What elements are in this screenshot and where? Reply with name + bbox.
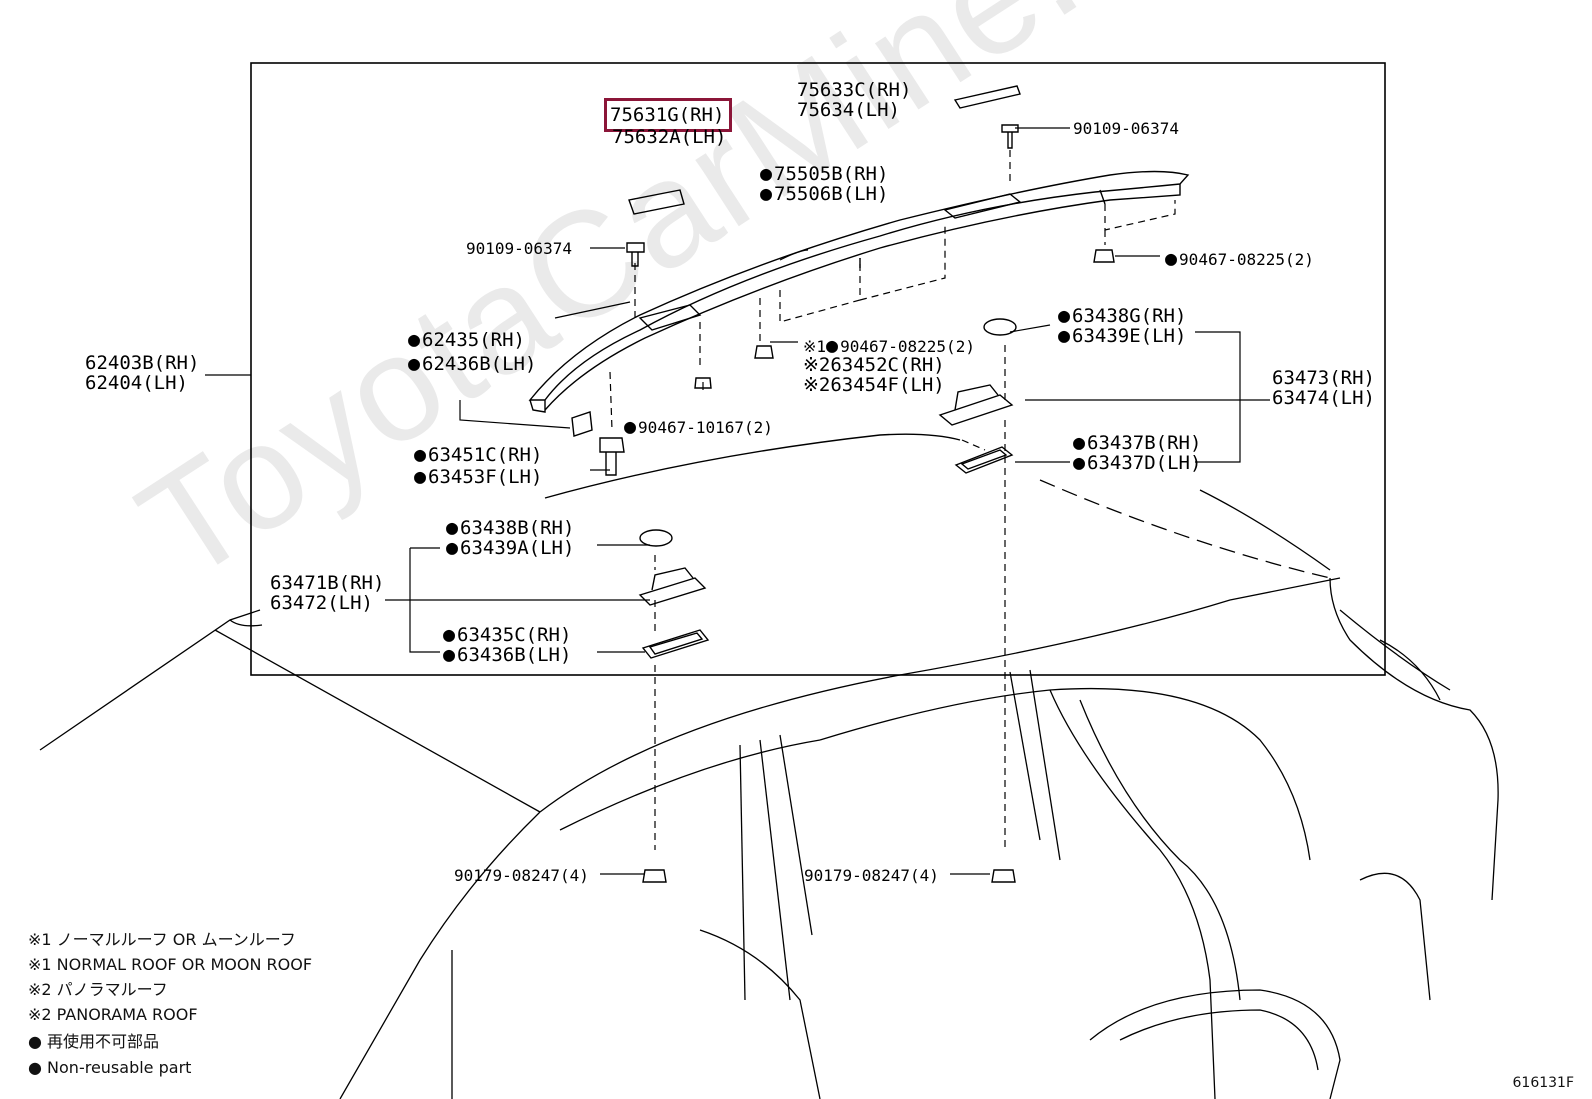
part-90467-08225-mid-label[interactable]: ※1●90467-08225(2) [803,335,975,357]
highlight-box [604,98,732,132]
note1-mark: ※1 [803,337,827,356]
part-62403b-rh-label[interactable]: 62403B(RH) [85,352,200,374]
part-62435-rh-text: 62435(RH) [422,329,525,351]
non-reusable-icon: ● [826,333,839,357]
part-90467-08225-right-label[interactable]: ●90467-08225(2) [1165,248,1314,270]
cover-icon [628,189,685,215]
part-63437d-lh-label[interactable]: ●63437D(LH) [1073,452,1201,473]
part-75506b-lh-text: 75506B(LH) [774,183,889,205]
non-reusable-icon: ● [1073,450,1086,474]
part-63451c-rh-text: 63451C(RH) [428,444,543,466]
legend-note1-jp: ※1 ノーマルルーフ OR ムーンルーフ [28,930,296,949]
cover-icon [953,85,1021,109]
legend-note1-en: ※1 NORMAL ROOF OR MOON ROOF [28,955,313,974]
part-63452c-rh-text: 63452C(RH) [830,354,945,376]
part-63437b-rh-label[interactable]: ●63437B(RH) [1073,432,1201,453]
part-75505b-rh-text: 75505B(RH) [774,163,889,185]
part-90467-10167-text: 90467-10167(2) [638,418,773,437]
assembly-frame [250,62,1386,676]
bracket-icon [638,384,1014,606]
non-reusable-icon: ● [1058,323,1071,347]
part-62436b-lh-text: 62436B(LH) [422,353,537,375]
part-90109-06374-top-label[interactable]: 90109-06374 [1073,119,1179,138]
dashed-leaders [609,150,1176,850]
part-63452c-rh-label[interactable]: ※263452C(RH) [803,355,945,375]
part-90467-08225-mid-text: 90467-08225(2) [840,337,975,356]
part-63454f-lh-text: 63454F(LH) [830,374,945,396]
part-63438b-rh-text: 63438B(RH) [460,517,575,539]
part-63453f-lh-text: 63453F(LH) [428,466,543,488]
part-63439a-lh-label[interactable]: ●63439A(LH) [446,537,574,558]
seal-icon [641,446,1014,659]
non-reusable-icon: ● [443,622,456,646]
part-63437d-lh-text: 63437D(LH) [1087,452,1202,474]
part-63471b-rh-label[interactable]: 63471B(RH) [270,572,385,594]
part-75634-lh-label[interactable]: 75634(LH) [797,99,900,121]
part-90467-10167-label[interactable]: ●90467-10167(2) [624,416,773,438]
part-63437b-rh-text: 63437B(RH) [1087,432,1202,454]
clip-icon [571,411,625,476]
roof-rail-icon [528,170,1190,413]
figure-id: 616131F [1512,1075,1575,1091]
non-reusable-icon: ● [408,327,421,351]
part-63436b-lh-text: 63436B(LH) [457,644,572,666]
legend-note2-en: ※2 PANORAMA ROOF [28,1005,198,1024]
part-63438g-rh-text: 63438G(RH) [1072,305,1187,327]
non-reusable-icon: ● [446,515,459,539]
non-reusable-icon: ● [414,442,427,466]
legend-note2-jp: ※2 パノラマルーフ [28,980,168,999]
part-63473-rh-label[interactable]: 63473(RH) [1272,367,1375,389]
note2-mark: ※2 [803,374,831,396]
part-63438b-rh-label[interactable]: ●63438B(RH) [446,517,574,538]
car-body-outline [39,479,1499,1099]
part-90179-08247-left-label[interactable]: 90179-08247(4) [454,866,589,885]
non-reusable-icon: ● [414,464,427,488]
part-63439a-lh-text: 63439A(LH) [460,537,575,559]
non-reusable-icon: ● [443,642,456,666]
part-90467-08225-right-text: 90467-08225(2) [1179,250,1314,269]
part-63435c-rh-text: 63435C(RH) [457,624,572,646]
part-63435c-rh-label[interactable]: ●63435C(RH) [443,624,571,645]
part-63453f-lh-label[interactable]: ●63453F(LH) [414,466,542,487]
part-75633c-rh-label[interactable]: 75633C(RH) [797,79,912,101]
pad-icon [639,318,1017,547]
part-75631g-rh-label[interactable]: 75631G(RH) [610,104,725,126]
part-75505b-rh-label[interactable]: ●75505B(RH) [760,163,888,184]
part-63474-lh-label[interactable]: 63474(LH) [1272,387,1375,409]
non-reusable-icon: ● [760,161,773,185]
non-reusable-icon: ● [1073,430,1086,454]
non-reusable-icon: ● [1058,303,1071,327]
part-90179-08247-right-label[interactable]: 90179-08247(4) [804,866,939,885]
non-reusable-icon: ● [760,181,773,205]
part-63454f-lh-label[interactable]: ※263454F(LH) [803,375,945,395]
nut-icon [642,249,1115,883]
non-reusable-icon: ● [408,351,421,375]
part-62404-lh-label[interactable]: 62404(LH) [85,372,188,394]
part-90109-06374-left-label[interactable]: 90109-06374 [466,239,572,258]
roof-drip-molding [544,433,961,499]
part-63439e-lh-text: 63439E(LH) [1072,325,1187,347]
part-75506b-lh-label[interactable]: ●75506B(LH) [760,183,888,204]
part-75632a-lh-label[interactable]: 75632A(LH) [612,126,727,148]
legend-nonreusable-en: ● Non-reusable part [28,1058,192,1077]
legend-nonreusable-jp: ● 再使用不可部品 [28,1032,160,1051]
non-reusable-icon: ● [446,535,459,559]
note2-mark: ※2 [803,354,831,376]
part-62435-rh-label[interactable]: ●62435(RH) [408,329,525,350]
part-63439e-lh-label[interactable]: ●63439E(LH) [1058,325,1186,346]
solid-leaders [205,127,1270,875]
part-63436b-lh-label[interactable]: ●63436B(LH) [443,644,571,665]
part-63472-lh-label[interactable]: 63472(LH) [270,592,373,614]
bolt-icon [626,124,1019,267]
part-63451c-rh-label[interactable]: ●63451C(RH) [414,444,542,465]
non-reusable-icon: ● [1165,246,1178,270]
part-63438g-rh-label[interactable]: ●63438G(RH) [1058,305,1186,326]
part-62436b-lh-label[interactable]: ●62436B(LH) [408,353,536,374]
non-reusable-icon: ● [624,414,637,438]
